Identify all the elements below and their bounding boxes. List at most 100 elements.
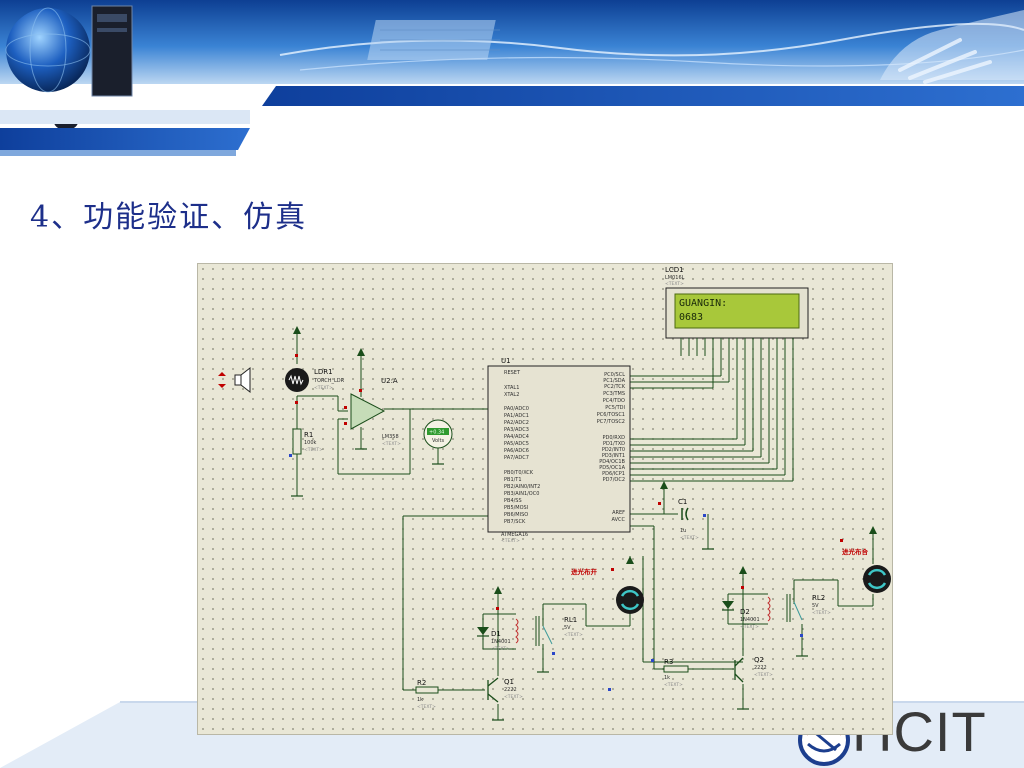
q1-ref: Q1 <box>504 678 514 686</box>
lcd-screen <box>674 293 800 329</box>
text-placeholder: <TEXT> <box>501 538 520 544</box>
mcu-pin-right: PD3/INT1 <box>602 453 625 459</box>
d1-part: 1N4001 <box>491 639 511 645</box>
mcu-pin-left: XTAL2 <box>504 392 519 398</box>
relay-rl2 <box>767 594 803 622</box>
voltmeter-reading: +0.34 <box>429 430 444 436</box>
diode-d2 <box>722 601 734 611</box>
d2-part: 1N4001 <box>740 617 760 623</box>
mcu-pin-right: PC7/TOSC2 <box>597 419 625 425</box>
d1-ref: D1 <box>491 630 501 638</box>
motor1-label: 进光布开 <box>571 567 598 576</box>
text-placeholder: <TEXT> <box>680 535 699 541</box>
transistor-q1 <box>487 677 499 703</box>
mcu-body <box>487 365 631 533</box>
text-placeholder: <TEXT> <box>504 694 523 700</box>
r3-resistor <box>663 665 689 673</box>
text-placeholder: <TEXT> <box>664 682 683 688</box>
mcu-pin-left: PA0/ADC0 <box>504 406 529 412</box>
q2-part: 2222 <box>754 665 767 671</box>
lcd-ref: LCD1 <box>665 266 684 274</box>
voltmeter-unit: Volts <box>432 438 444 444</box>
r3-value: 1k <box>664 675 670 681</box>
mcu-pin-right: PD2/INT0 <box>602 447 625 453</box>
voltmeter: +0.34 Volts <box>423 419 453 449</box>
text-placeholder: <TEXT> <box>812 610 831 616</box>
d2-ref: D2 <box>740 608 750 616</box>
mcu-pin-right: AREF <box>612 510 625 516</box>
mcu-pin-right: PC2/TCK <box>604 384 626 390</box>
mcu-pin-right: PD4/OC1B <box>599 459 625 465</box>
text-placeholder: <TEXT> <box>754 672 773 678</box>
mcu-pin-right: PC1/SDA <box>603 378 625 384</box>
mcu-pin-left: PA2/ADC2 <box>504 420 529 426</box>
text-placeholder: <TEXT> <box>665 281 684 287</box>
lcd-line-1: GUANGIN: <box>679 298 727 309</box>
relay-rl1 <box>515 616 553 646</box>
mcu-pin-right: PD7/OC2 <box>603 477 625 483</box>
header-banner <box>0 0 1024 160</box>
mcu-pin-right: PD6/ICP1 <box>602 471 625 477</box>
r2-resistor <box>415 686 439 694</box>
q2-ref: Q2 <box>754 656 764 664</box>
text-placeholder: <TEXT> <box>314 385 333 391</box>
mcu-pin-left: PB3/AIN1/OC0 <box>504 491 539 497</box>
mcu-pin-left: PA5/ADC5 <box>504 441 529 447</box>
opamp-ref: U2:A <box>381 377 398 385</box>
rl2-ref: RL2 <box>812 594 825 602</box>
mcu-pin-right: PD5/OC1A <box>599 465 625 471</box>
mcu-pin-left: PB6/MISO <box>504 512 528 518</box>
mcu-pin-left: PB0/T0/XCK <box>504 470 534 476</box>
lcd-part: LM016L <box>665 275 685 281</box>
text-placeholder: <TEXT> <box>417 704 436 710</box>
r1-ref: R1 <box>304 431 313 439</box>
q1-part: 2222 <box>504 687 517 693</box>
mcu-pin-left: PA1/ADC1 <box>504 413 529 419</box>
mcu-pin-right: PC6/TOSC1 <box>597 412 625 418</box>
mcu-pin-left: PB2/AIN0/INT2 <box>504 484 540 490</box>
mcu-pin-right: PC4/TDO <box>603 398 625 404</box>
capacitor-c1 <box>681 507 689 521</box>
mcu-pin-left: PA3/ADC3 <box>504 427 529 433</box>
speaker-icon <box>218 366 251 394</box>
opamp-part: LM358 <box>382 434 399 440</box>
text-placeholder: <TEXT> <box>740 624 759 630</box>
c1-value: 1u <box>680 528 686 534</box>
motor1-icon <box>616 586 644 614</box>
mcu-part: ATMEGA16 <box>501 532 528 538</box>
ldr-ref: LDR1 <box>314 368 333 376</box>
diode-d1 <box>477 627 489 637</box>
mcu-pin-left: XTAL1 <box>504 385 519 391</box>
text-placeholder: <TEXT> <box>564 632 583 638</box>
opamp-symbol <box>350 393 386 430</box>
mcu-pin-left: PB1/T1 <box>504 477 522 483</box>
ldr-symbol <box>285 368 309 392</box>
mcu-pin-right: PC0/SCL <box>604 372 625 378</box>
text-placeholder: <TEXT> <box>382 441 401 447</box>
mcu-pin-left: PB7/SCK <box>504 519 526 525</box>
mcu-pin-right: PC3/TMS <box>603 391 625 397</box>
text-placeholder: <TEXT> <box>304 447 323 453</box>
mcu-pin-left: PA7/ADC7 <box>504 455 529 461</box>
c1-ref: C1 <box>678 498 687 506</box>
text-placeholder: <TEXT> <box>491 646 510 652</box>
mcu-pin-left: PA6/ADC6 <box>504 448 529 454</box>
mcu-pin-right: PD1/TXD <box>603 441 625 447</box>
rl1-value: 5V <box>564 625 571 631</box>
r1-value: 100k <box>304 440 317 446</box>
transistor-q2 <box>734 657 744 683</box>
mcu-pin-left: RESET <box>504 370 521 376</box>
r3-ref: R3 <box>664 658 673 666</box>
motor2-label: 进光布合 <box>842 547 869 556</box>
mcu-pin-left: PB4/SS <box>504 498 522 504</box>
mcu-pin-left: PA4/ADC4 <box>504 434 529 440</box>
mcu-ref: U1 <box>501 357 511 365</box>
mcu-pin-left: PB5/MOSI <box>504 505 528 511</box>
lcd-line-2: 0683 <box>679 312 703 323</box>
mcu-pin-right: PD0/RXD <box>603 435 626 441</box>
slide-title: 4、功能验证、仿真 <box>30 200 308 235</box>
motor2-icon <box>863 565 891 593</box>
mcu-pin-right: AVCC <box>611 517 625 523</box>
rl1-ref: RL1 <box>564 616 577 624</box>
r2-value: 1k <box>417 697 423 703</box>
